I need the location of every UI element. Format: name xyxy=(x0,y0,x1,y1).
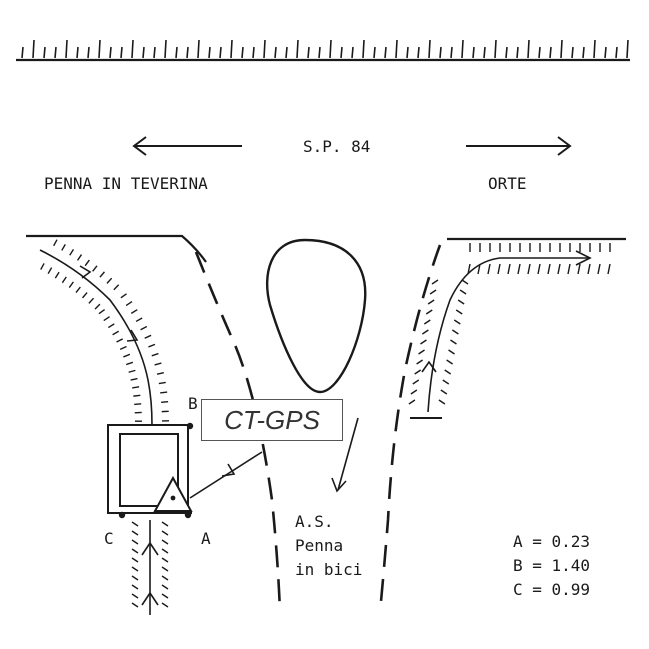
station-label: CT-GPS xyxy=(224,404,320,435)
road-name: S.P. 84 xyxy=(303,137,371,156)
island xyxy=(266,238,367,394)
top-embankment xyxy=(16,39,630,62)
right-branch-dashed xyxy=(378,244,442,613)
point-b-label: B xyxy=(188,394,198,413)
station-label-box: CT-GPS xyxy=(201,399,343,441)
left-ramp xyxy=(39,239,169,426)
legend-item-a: A = 0.23 xyxy=(513,532,591,551)
area-pointer xyxy=(331,417,359,493)
direction-right-label: ORTE xyxy=(488,174,527,193)
point-a-label: A xyxy=(201,529,211,548)
station-pointer xyxy=(189,451,263,499)
legend-item-b: B = 1.40 xyxy=(513,556,591,575)
lower-branch xyxy=(131,520,169,615)
area-label-line2: Penna xyxy=(295,536,344,555)
area-label-line1: A.S. xyxy=(295,512,334,531)
point-c-label: C xyxy=(104,529,114,548)
area-label: A.S. Penna in bici xyxy=(295,510,362,582)
arrow-right-icon xyxy=(466,136,572,156)
corner-markers xyxy=(118,422,194,519)
triangle-marker-icon xyxy=(153,475,193,512)
arrow-left-icon xyxy=(132,136,242,156)
right-ramp xyxy=(408,243,611,419)
legend: A = 0.23 B = 1.40 C = 0.99 xyxy=(513,530,590,602)
direction-left-label: PENNA IN TEVERINA xyxy=(44,174,208,193)
left-branch-edge xyxy=(26,234,207,263)
area-label-line3: in bici xyxy=(295,560,363,579)
legend-item-c: C = 0.99 xyxy=(513,580,591,599)
